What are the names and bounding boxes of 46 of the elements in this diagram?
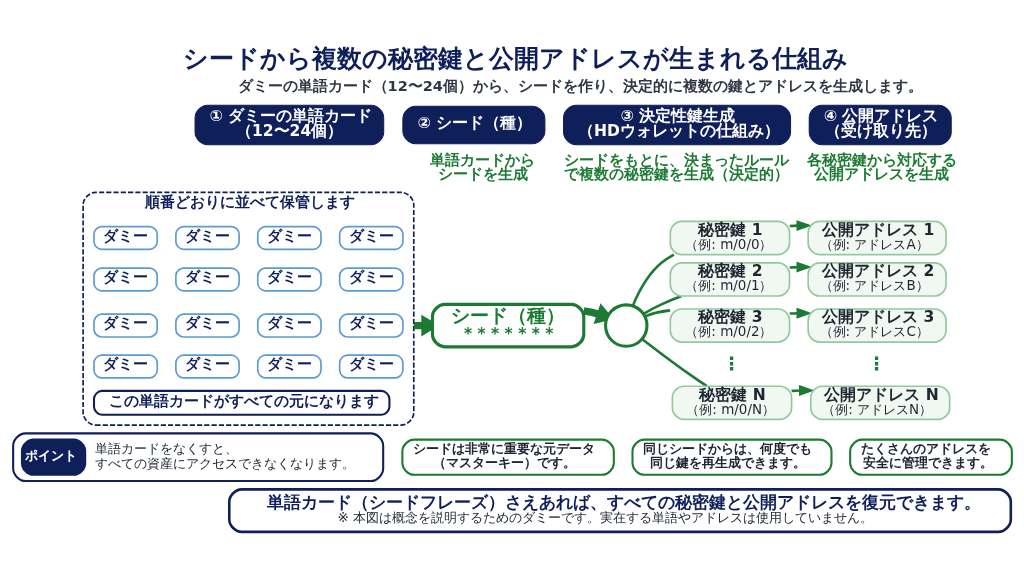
node-box: ③ 決定性鍵生成（HDウォレットの仕組み）: [562, 104, 791, 146]
node-box: 秘密鍵 2 （例: m/0/1）: [668, 262, 790, 297]
node-box: ポイント 単語カードをなくすと、すべての資産にアクセスできなくなります。: [11, 432, 384, 483]
diagram-title: シードから複数の秘密鍵と公開アドレスが生まれる仕組み: [182, 44, 848, 74]
label: ⋮: [721, 353, 741, 375]
node-box: 秘密鍵 3 （例: m/0/2）: [668, 308, 790, 343]
node-box: 公開アドレス N （例: アドレスN）: [809, 385, 950, 421]
node-box: ダミー: [338, 267, 404, 292]
connector: [642, 294, 682, 315]
node-box: 同じシードからは、何度でも同じ鍵を再生成できます。: [630, 438, 833, 476]
node-box: 秘密鍵 1 （例: m/0/0）: [668, 220, 790, 256]
node-box: ダミー: [338, 225, 404, 251]
node-box: シード（種） * * * * * * *: [430, 302, 585, 349]
node-box: 単語カード（シードフレーズ）さえあれば、すべての秘密鍵と公開アドレスを復元できます。 ※ 本図は概念を説明するためのダミーです。実在する単語やアドレスは使用していません。: [227, 488, 1012, 534]
node-box: たくさんのアドレスを安全に管理できます。: [848, 438, 1013, 476]
node-box: ダミー: [256, 354, 322, 379]
node-box: ダミー: [174, 225, 240, 251]
label: 各秘密鍵から対応する公開アドレスを生成: [806, 151, 957, 183]
node-box: ダミー: [174, 354, 240, 379]
node-box: 公開アドレス 2 （例: アドレスB）: [806, 262, 947, 297]
label: ⋮: [866, 353, 886, 375]
node-box: ダミー: [256, 267, 322, 292]
node-box: 公開アドレス 3 （例: アドレスC）: [806, 308, 947, 343]
node-box: 秘密鍵 N （例: m/0/N）: [671, 385, 792, 421]
node-box: ④ 公開アドレス（受け取り先）: [808, 104, 952, 146]
node-box: ダミー: [174, 267, 240, 292]
node-circle: [603, 303, 649, 348]
node-box: 公開アドレス 1 （例: アドレスA）: [806, 220, 947, 256]
node-box: ダミー: [174, 313, 240, 338]
node-box: ダミー: [92, 313, 158, 338]
node-box: ② シード（種）: [401, 105, 545, 145]
node-box: ダミー: [338, 313, 404, 338]
node-box: ダミー: [92, 354, 158, 379]
arrow: [791, 384, 815, 396]
node-box: シードは非常に重要な元データ（マスターキー）です。: [400, 438, 615, 476]
node-box: ① ダミーの単語カード（12〜24個）: [194, 104, 384, 146]
label: ダミーの単語カード（12〜24個）から、シードを作り、決定的に複数の鍵とアドレスを生成します。: [237, 78, 923, 95]
node-box: ダミー: [256, 225, 322, 251]
label: 単語カードからシードを生成: [429, 151, 535, 183]
label: シードをもとに、決まったルールで複数の秘密鍵を生成（決定的）: [563, 151, 789, 183]
node-box: ダミー: [92, 267, 158, 292]
node-box: ダミー: [256, 313, 322, 338]
node-box: ダミー: [338, 354, 404, 379]
node-box: この単語カードがすべての元になります: [92, 389, 390, 416]
node-box: ダミー: [92, 225, 158, 251]
connector: [631, 253, 675, 307]
